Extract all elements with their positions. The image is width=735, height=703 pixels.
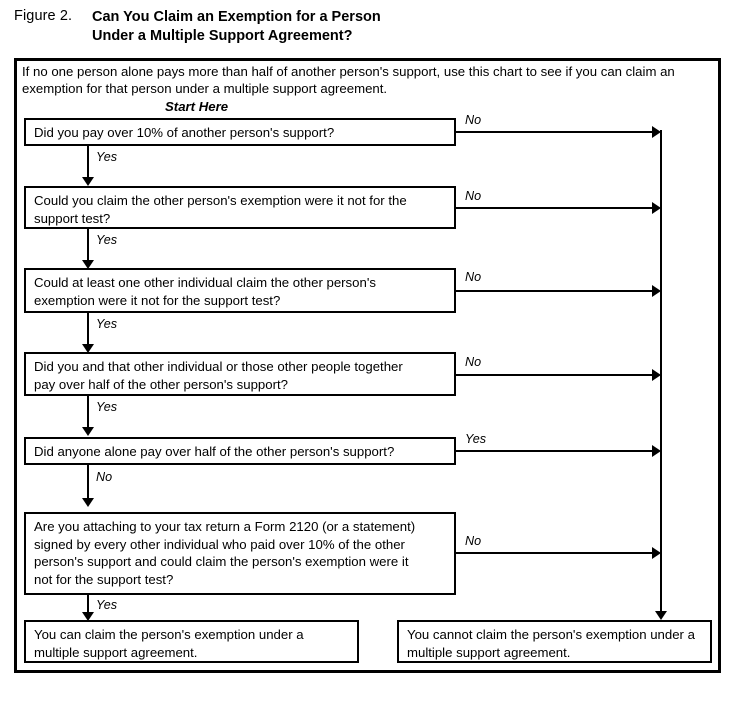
- q4-yes-connector: [87, 396, 89, 429]
- start-here-label: Start Here: [165, 99, 229, 114]
- decision-node-q1[interactable]: Did you pay over 10% of another person's…: [24, 118, 456, 146]
- q3-no-connector: [456, 290, 655, 292]
- q3-no-label: No: [465, 270, 482, 284]
- right-rail-vertical-line: [660, 130, 662, 615]
- decision-node-q6-line-1: Are you attaching to your tax return a F…: [34, 519, 416, 534]
- q4-no-arrowhead: [652, 369, 661, 381]
- q3-yes-connector: [87, 313, 89, 346]
- q1-no-label: No: [465, 113, 482, 127]
- figure-title-line-2: Under a Multiple Support Agreement?: [92, 28, 353, 44]
- outcome-can-claim-line-2: multiple support agreement.: [34, 644, 198, 660]
- outcome-cannot-claim[interactable]: You cannot claim the person's exemption …: [397, 620, 712, 663]
- q3-yes-arrowhead: [82, 344, 94, 353]
- decision-node-q5[interactable]: Did anyone alone pay over half of the ot…: [24, 437, 456, 465]
- decision-node-q3-line-2: exemption were it not for the support te…: [34, 292, 281, 308]
- decision-node-q3-line-1: Could at least one other individual clai…: [34, 275, 376, 290]
- q2-yes-arrowhead: [82, 260, 94, 269]
- q2-no-arrowhead: [652, 202, 661, 214]
- outcome-can-claim-line-1: You can claim the person's exemption und…: [34, 627, 304, 642]
- q1-no-arrowhead: [652, 126, 661, 138]
- decision-node-q6-line-4: not for the support test?: [34, 571, 174, 587]
- q2-no-connector: [456, 207, 655, 209]
- q5-yes-arrowhead: [652, 445, 661, 457]
- q5-yes-label: Yes: [465, 432, 487, 446]
- q1-no-connector: [456, 131, 655, 133]
- decision-node-q2-line-2: support test?: [34, 210, 111, 226]
- q6-yes-arrowhead: [82, 612, 94, 621]
- q1-yes-connector: [87, 146, 89, 179]
- decision-node-q4[interactable]: Did you and that other individual or tho…: [24, 352, 456, 396]
- decision-node-q2[interactable]: Could you claim the other person's exemp…: [24, 186, 456, 229]
- outcome-cannot-claim-line-2: multiple support agreement.: [407, 644, 571, 660]
- q5-no-label: No: [96, 470, 113, 484]
- q5-no-connector: [87, 465, 89, 500]
- decision-node-q4-line-1: Did you and that other individual or tho…: [34, 359, 403, 374]
- q5-no-arrowhead: [82, 498, 94, 507]
- outcome-can-claim[interactable]: You can claim the person's exemption und…: [24, 620, 359, 663]
- right-rail-arrowhead: [655, 611, 667, 620]
- q4-yes-arrowhead: [82, 427, 94, 436]
- outcome-cannot-claim-line-1: You cannot claim the person's exemption …: [407, 627, 695, 642]
- decision-node-q3[interactable]: Could at least one other individual clai…: [24, 268, 456, 313]
- q1-yes-label: Yes: [96, 150, 118, 164]
- q6-no-label: No: [465, 534, 482, 548]
- decision-node-q4-line-2: pay over half of the other person's supp…: [34, 376, 288, 392]
- figure-title-line-1: Can You Claim an Exemption for a Person: [92, 9, 381, 25]
- decision-node-q6-line-3: person's support and could claim the per…: [34, 554, 409, 569]
- intro-paragraph: If no one person alone pays more than ha…: [22, 64, 675, 96]
- q2-no-label: No: [465, 189, 482, 203]
- q2-yes-connector: [87, 229, 89, 262]
- q6-no-connector: [456, 552, 655, 554]
- q3-yes-label: Yes: [96, 317, 118, 331]
- q3-no-arrowhead: [652, 285, 661, 297]
- q4-yes-label: Yes: [96, 400, 118, 414]
- q6-no-arrowhead: [652, 547, 661, 559]
- decision-node-q6-line-2: signed by every other individual who pai…: [34, 536, 405, 552]
- decision-node-q5-line-1: Did anyone alone pay over half of the ot…: [34, 444, 395, 459]
- decision-node-q2-line-1: Could you claim the other person's exemp…: [34, 193, 407, 208]
- q6-yes-connector: [87, 595, 89, 615]
- decision-node-q6[interactable]: Are you attaching to your tax return a F…: [24, 512, 456, 595]
- decision-node-q1-line-1: Did you pay over 10% of another person's…: [34, 125, 335, 140]
- q6-yes-label: Yes: [96, 598, 118, 612]
- q1-yes-arrowhead: [82, 177, 94, 186]
- q5-yes-connector: [456, 450, 655, 452]
- q4-no-label: No: [465, 355, 482, 369]
- figure-label: Figure 2.: [14, 8, 73, 24]
- q2-yes-label: Yes: [96, 233, 118, 247]
- figure-title: Can You Claim an Exemption for a Person …: [92, 8, 712, 46]
- q4-no-connector: [456, 374, 655, 376]
